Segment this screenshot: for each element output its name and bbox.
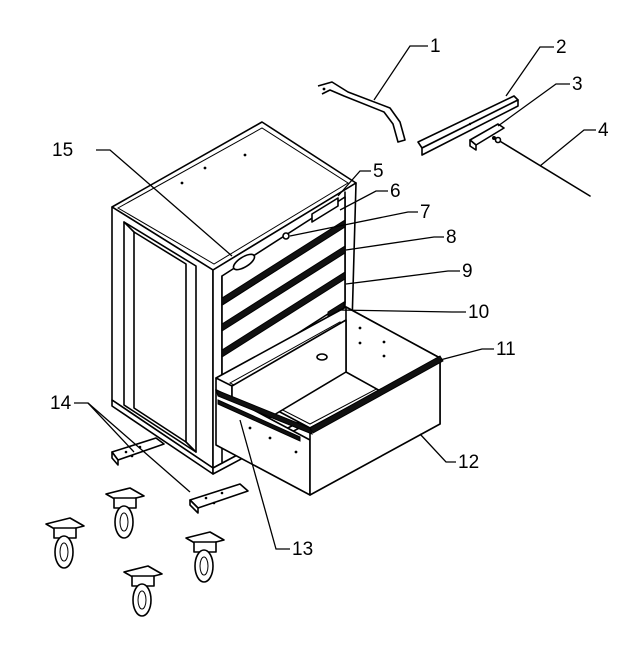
callout-3: 3 [572,74,583,95]
callout-2: 2 [556,37,567,58]
callout-4: 4 [598,120,609,141]
callout-6: 6 [390,181,401,202]
callout-1: 1 [430,36,441,57]
callout-13: 13 [292,539,313,560]
callout-5: 5 [373,161,384,182]
callout-10: 10 [468,302,489,323]
callout-8: 8 [446,227,457,248]
leader-lines [74,45,596,550]
callout-9: 9 [462,261,473,282]
callout-labels: 1 2 3 4 5 6 7 8 9 10 11 12 13 14 15 [50,36,609,560]
caster-wheels [45,487,225,617]
callout-11: 11 [496,339,516,360]
callout-7: 7 [420,202,431,223]
bracket-part-3 [469,123,505,151]
rod-part-4 [494,136,591,197]
open-drawer [215,306,444,496]
callout-14: 14 [50,393,72,414]
callout-12: 12 [458,452,479,473]
slide-rail-part-2 [417,95,519,156]
caster-plates [111,437,249,514]
callout-15: 15 [52,140,73,161]
bracket-part-1 [317,81,406,143]
